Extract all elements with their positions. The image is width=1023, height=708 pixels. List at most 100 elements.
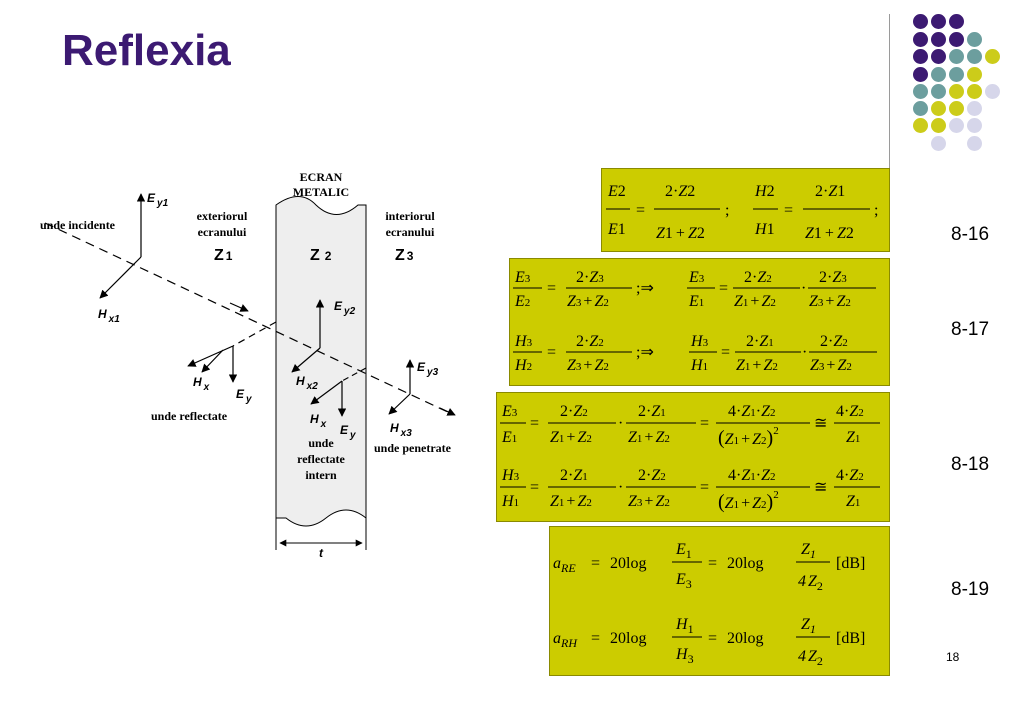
svg-text:20log: 20log bbox=[727, 630, 763, 647]
svg-text:=: = bbox=[708, 555, 717, 572]
svg-text:=: = bbox=[591, 555, 600, 572]
svg-text:E1: E1 bbox=[501, 429, 517, 446]
dot bbox=[931, 49, 946, 64]
incident-waves-label: unde incidente bbox=[40, 218, 116, 232]
dot bbox=[985, 84, 1000, 99]
screen-title-2: METALIC bbox=[293, 185, 349, 199]
dot bbox=[949, 67, 964, 82]
svg-text:20log: 20log bbox=[610, 555, 646, 572]
slide-title: Reflexia bbox=[62, 26, 231, 75]
equation-box-8-16 bbox=[601, 168, 890, 252]
svg-text:H2: H2 bbox=[754, 183, 775, 200]
svg-text:E1: E1 bbox=[607, 221, 626, 238]
svg-text:=: = bbox=[547, 280, 556, 297]
exterior-label-2: ecranului bbox=[198, 225, 247, 239]
equation-8-18: E3 E1 = 2·Z2 Z1+Z2 · 2·Z1 Z1+Z2 = 4·Z1·Z… bbox=[501, 403, 864, 513]
dot bbox=[913, 14, 928, 29]
dot bbox=[967, 136, 982, 151]
dot bbox=[913, 118, 928, 133]
svg-text:·: · bbox=[618, 415, 623, 432]
screen-title-1: ECRAN bbox=[300, 170, 343, 184]
svg-text:2·Z1: 2·Z1 bbox=[746, 333, 774, 350]
dot bbox=[985, 49, 1000, 64]
svg-text:=: = bbox=[547, 344, 556, 361]
dot bbox=[931, 136, 946, 151]
svg-text:=: = bbox=[530, 479, 539, 496]
dot bbox=[967, 49, 982, 64]
dot bbox=[967, 84, 982, 99]
internal-reflect-label-1: unde bbox=[308, 436, 334, 450]
svg-text:·: · bbox=[618, 479, 623, 496]
svg-text:2·Z1: 2·Z1 bbox=[560, 467, 588, 484]
hx2-arrow bbox=[291, 347, 321, 373]
dot bbox=[967, 67, 982, 82]
dot bbox=[949, 32, 964, 47]
svg-text:≅: ≅ bbox=[814, 479, 827, 496]
dot bbox=[949, 49, 964, 64]
svg-text:=: = bbox=[721, 344, 730, 361]
svg-text:=: = bbox=[719, 280, 728, 297]
dot bbox=[931, 101, 946, 116]
propagation-arrow bbox=[229, 302, 249, 312]
svg-text:4Z2: 4Z2 bbox=[798, 573, 823, 593]
dot bbox=[949, 14, 964, 29]
svg-text:≅: ≅ bbox=[814, 415, 827, 432]
svg-text:(Z1+Z2)2: (Z1+Z2)2 bbox=[718, 425, 779, 449]
dot bbox=[931, 84, 946, 99]
svg-text:=: = bbox=[700, 479, 709, 496]
interior-label-2: ecranului bbox=[386, 225, 435, 239]
svg-text:2·Z3: 2·Z3 bbox=[819, 269, 847, 286]
svg-text:E3: E3 bbox=[688, 269, 705, 286]
dot bbox=[931, 32, 946, 47]
svg-text:;: ; bbox=[725, 202, 729, 219]
svg-text:;: ; bbox=[874, 202, 878, 219]
dot bbox=[913, 32, 928, 47]
svg-text:Z1+Z2: Z1+Z2 bbox=[734, 293, 776, 310]
internal-reflect-label-2: reflectate bbox=[297, 452, 345, 466]
svg-text:·: · bbox=[801, 280, 806, 297]
svg-text:Z1+Z2: Z1+Z2 bbox=[628, 429, 670, 446]
equation-number-8-16: 8-16 bbox=[951, 224, 990, 245]
svg-text:2·Z2: 2·Z2 bbox=[820, 333, 848, 350]
equation-number-8-19: 8-19 bbox=[951, 579, 990, 600]
dot bbox=[913, 67, 928, 82]
svg-text:aRH: aRH bbox=[553, 630, 578, 650]
svg-text:2·Z2: 2·Z2 bbox=[638, 467, 666, 484]
svg-text:·: · bbox=[802, 344, 807, 361]
dot bbox=[931, 118, 946, 133]
svg-text:Z3+Z2: Z3+Z2 bbox=[810, 357, 852, 374]
equation-number-8-17: 8-17 bbox=[951, 319, 990, 340]
svg-text:4·Z2: 4·Z2 bbox=[836, 403, 864, 420]
svg-text:2·Z1: 2·Z1 bbox=[638, 403, 666, 420]
svg-text:=: = bbox=[700, 415, 709, 432]
svg-text:;⇒: ;⇒ bbox=[636, 344, 654, 361]
penetrated-waves-label: unde penetrate bbox=[374, 441, 452, 455]
equation-box-8-18 bbox=[496, 392, 890, 522]
reflected-waves-label: unde reflectate bbox=[151, 409, 228, 423]
svg-text:E3: E3 bbox=[501, 403, 518, 420]
svg-text:=: = bbox=[530, 415, 539, 432]
svg-text:Z1: Z1 bbox=[801, 616, 816, 636]
svg-text:H1: H1 bbox=[690, 357, 708, 374]
dot bbox=[913, 84, 928, 99]
svg-text:[dB]: [dB] bbox=[836, 555, 865, 572]
svg-text:=: = bbox=[784, 202, 793, 219]
thickness-label: t bbox=[319, 546, 324, 560]
dot bbox=[913, 49, 928, 64]
svg-text:Z1: Z1 bbox=[846, 493, 860, 510]
svg-text:4Z2: 4Z2 bbox=[798, 648, 823, 668]
svg-text:Z1: Z1 bbox=[801, 541, 816, 561]
hx3-arrow bbox=[388, 393, 411, 415]
internal-reflected-line bbox=[341, 367, 367, 382]
svg-text:H1: H1 bbox=[501, 493, 519, 510]
svg-text:Z1+Z2: Z1+Z2 bbox=[805, 225, 854, 242]
svg-text:2·Z1: 2·Z1 bbox=[815, 183, 845, 200]
